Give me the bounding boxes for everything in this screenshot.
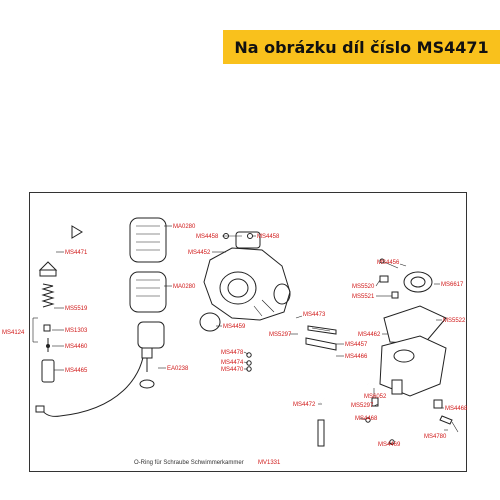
intake-boot-lower	[129, 271, 167, 313]
callout-ms4465: MS4465	[65, 368, 88, 374]
drain-hose	[317, 419, 325, 447]
callout-ms4474: MS4474	[221, 360, 244, 366]
callout-ms5297-upper: MS5297	[269, 332, 292, 338]
callout-ms5522: MS5522	[443, 318, 466, 324]
callout-ms4456: MS4456	[377, 260, 400, 266]
callout-ms4470: MS4470	[221, 367, 244, 373]
callout-ms6052: MS6052	[364, 394, 387, 400]
intake-o-ring	[199, 312, 221, 332]
callout-ms4124: MS4124	[2, 330, 25, 336]
callout-ms5521: MS5521	[352, 294, 375, 300]
banner-text: Na obrázku díl číslo MS4471	[234, 37, 489, 57]
callout-ma0280-lower: MA0280	[173, 284, 196, 290]
carb-top-cap	[38, 261, 58, 277]
callout-ms4468-left: MS4468	[355, 416, 378, 422]
throttle-cable-hose	[48, 225, 83, 255]
callout-ms4472: MS4472	[293, 402, 316, 408]
callout-ms4458-left: MS4458	[196, 234, 219, 240]
part-number-banner: Na obrázku díl číslo MS4471	[223, 30, 500, 64]
callout-ms5519: MS5519	[65, 306, 88, 312]
accelerator-pump	[379, 258, 433, 299]
throttle-slide	[41, 359, 55, 383]
callout-ms1303: MS1303	[65, 328, 88, 334]
needle-clip	[43, 324, 51, 332]
left-bracket	[32, 317, 38, 343]
diagram-frame	[29, 192, 467, 472]
leader-lines	[52, 225, 448, 445]
callout-ms4466: MS4466	[345, 354, 368, 360]
float-bowl	[379, 335, 447, 397]
vent-hose-small	[291, 316, 309, 331]
callout-ms4471: MS4471	[65, 250, 88, 256]
callout-ma0280-upper: MA0280	[173, 224, 196, 230]
idle-screw	[439, 415, 459, 433]
callout-ms4460: MS4460	[65, 344, 88, 350]
callout-ms4452: MS4452	[188, 250, 211, 256]
diagram-caption: O-Ring für Schraube Schwimmerkammer	[134, 460, 244, 466]
carburetor-body	[203, 231, 291, 321]
callout-labels: MS4471 MS5519 MS1303 MS4460 MS4465 MS412…	[2, 224, 468, 448]
callout-ms4458-right: MS4458	[257, 234, 280, 240]
needle-valves	[305, 325, 337, 351]
auto-choke	[137, 321, 165, 389]
callout-ms5520: MS5520	[352, 284, 375, 290]
callout-ms4473: MS4473	[303, 312, 326, 318]
callout-ms4459: MS4459	[223, 324, 246, 330]
callout-ms4457: MS4457	[345, 342, 368, 348]
diagram-caption-code: MV1331	[258, 460, 281, 466]
jet-needle	[46, 338, 50, 352]
callout-ms4478: MS4478	[221, 350, 244, 356]
callout-ms6617: MS6617	[441, 282, 464, 288]
callout-ms4780: MS4780	[424, 434, 447, 440]
callout-ea0238: EA0238	[167, 366, 189, 372]
intake-boot-upper	[129, 217, 167, 263]
callout-ms4468-right: MS4468	[445, 406, 468, 412]
small-screws	[246, 352, 252, 372]
callout-ms4469: MS4469	[378, 442, 401, 448]
callout-ms4462: MS4462	[358, 332, 381, 338]
overflow-hose	[319, 382, 369, 403]
throttle-spring	[41, 283, 55, 308]
callout-ms5297-lower: MS5297	[351, 403, 374, 409]
float-bowl-gasket	[383, 305, 447, 345]
